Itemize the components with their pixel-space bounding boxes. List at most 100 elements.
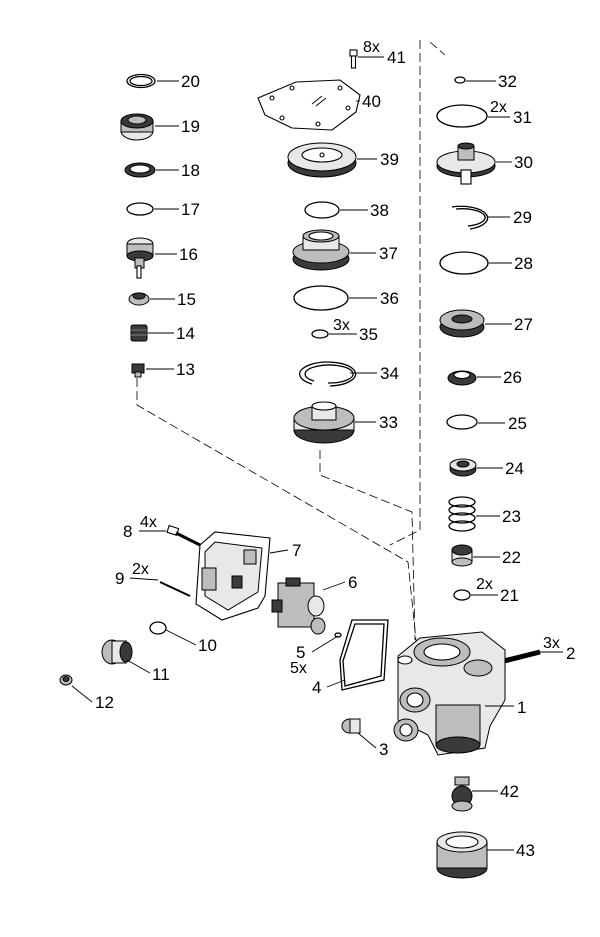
part-9-pin — [159, 581, 191, 597]
callout-number: 2 — [566, 644, 575, 663]
callout-number: 6 — [348, 573, 357, 592]
callout-number: 21 — [500, 586, 519, 605]
callout-number: 32 — [498, 72, 517, 91]
part-15-nut — [128, 292, 150, 306]
callout-31: 31 2x — [488, 99, 532, 127]
callout-number: 18 — [181, 161, 200, 180]
part-30-piston — [436, 142, 496, 185]
part-11-plug — [101, 639, 133, 665]
part-20-o-ring — [126, 73, 156, 89]
callout-14: 14 — [148, 324, 195, 343]
part-26-bushing — [447, 370, 477, 386]
callout-number: 17 — [181, 200, 200, 219]
callout-number: 28 — [514, 254, 533, 273]
callout-number: 8 — [123, 522, 132, 541]
part-18-seal — [124, 162, 156, 178]
callout-number: 29 — [513, 208, 532, 227]
quantity-label: 2x — [490, 99, 507, 116]
quantity-label: 3x — [333, 317, 350, 334]
callout-32: 32 — [466, 72, 517, 91]
leader-line — [129, 577, 159, 581]
callout-8: 8 4x — [123, 514, 166, 541]
callout-28: 28 — [489, 254, 533, 273]
part-23-spring — [448, 496, 476, 532]
callout-1: 1 — [485, 698, 526, 717]
part-33-piston-housing — [293, 401, 355, 444]
part-17-o-ring — [126, 202, 154, 216]
callout-number: 14 — [176, 324, 195, 343]
callout-6: 6 — [322, 573, 357, 592]
callout-42: 42 — [472, 782, 519, 801]
callout-number: 38 — [370, 201, 389, 220]
callout-27: 27 — [485, 315, 533, 334]
callout-26: 26 — [477, 368, 522, 387]
part-4-gasket — [339, 619, 389, 691]
callout-34: 34 — [350, 364, 399, 383]
leader-line — [71, 685, 93, 703]
callout-number: 39 — [380, 150, 399, 169]
callout-43: 43 — [487, 841, 535, 860]
part-21-o-ring — [453, 589, 471, 601]
callout-17: 17 — [154, 200, 200, 219]
quantity-label: 2x — [476, 576, 493, 593]
callout-30: 30 — [496, 153, 533, 172]
callout-33: 33 — [355, 413, 398, 432]
part-19-valve-insert — [120, 113, 154, 141]
callout-15: 15 — [150, 290, 196, 309]
callout-24: 24 — [477, 459, 524, 478]
callout-9: 9 2x — [115, 561, 159, 588]
quantity-label: 2x — [132, 561, 149, 578]
callout-number: 11 — [152, 665, 170, 684]
quantity-label: 4x — [140, 514, 157, 531]
callout-number: 27 — [514, 315, 533, 334]
callout-number: 4 — [312, 678, 321, 697]
callout-number: 42 — [500, 782, 519, 801]
callout-number: 34 — [380, 364, 399, 383]
leader-line — [311, 635, 339, 653]
callout-number: 26 — [503, 368, 522, 387]
part-1-valve-body — [393, 631, 506, 756]
quantity-label: 3x — [543, 635, 560, 652]
part-7-housing-cover — [195, 531, 271, 621]
callout-number: 36 — [380, 289, 399, 308]
callout-number: 1 — [517, 698, 526, 717]
callout-number: 25 — [508, 414, 527, 433]
part-13-plug — [131, 363, 145, 378]
part-8-screw — [166, 524, 201, 547]
part-41-screw — [349, 49, 358, 69]
callout-number: 20 — [181, 72, 200, 91]
callout-16: 16 — [155, 245, 198, 264]
callout-38: 38 — [340, 201, 389, 220]
callout-5: 55x — [290, 635, 339, 677]
callout-40: 40 — [356, 92, 381, 111]
callout-23: 23 — [476, 507, 521, 526]
callout-number: 9 — [115, 569, 124, 588]
part-31-o-ring — [436, 104, 488, 128]
part-5-seal — [334, 632, 342, 638]
callout-number: 31 — [513, 108, 532, 127]
callout-25: 25 — [478, 414, 527, 433]
callout-number: 40 — [362, 92, 381, 111]
part-35-o-ring-small — [311, 329, 329, 339]
callout-22: 22 — [473, 548, 521, 567]
part-12-plug — [59, 674, 73, 686]
part-34-retaining-ring — [299, 361, 357, 387]
callout-37: 37 — [350, 244, 398, 263]
part-22-valve-cup — [451, 544, 473, 567]
leader-line — [322, 581, 346, 591]
callout-7: 7 — [269, 541, 301, 560]
part-37-piston — [292, 229, 350, 271]
part-29-retaining-ring — [451, 205, 489, 230]
callout-12: 12 — [71, 685, 114, 712]
callout-4: 4 — [312, 678, 346, 697]
part-25-o-ring — [446, 414, 478, 430]
callout-11: 11 — [126, 659, 170, 684]
callout-number: 10 — [198, 636, 217, 655]
part-32-small-ring — [454, 76, 466, 84]
callout-21: 21 2x — [471, 576, 519, 605]
callout-number: 13 — [176, 360, 195, 379]
leader-line — [326, 679, 346, 688]
